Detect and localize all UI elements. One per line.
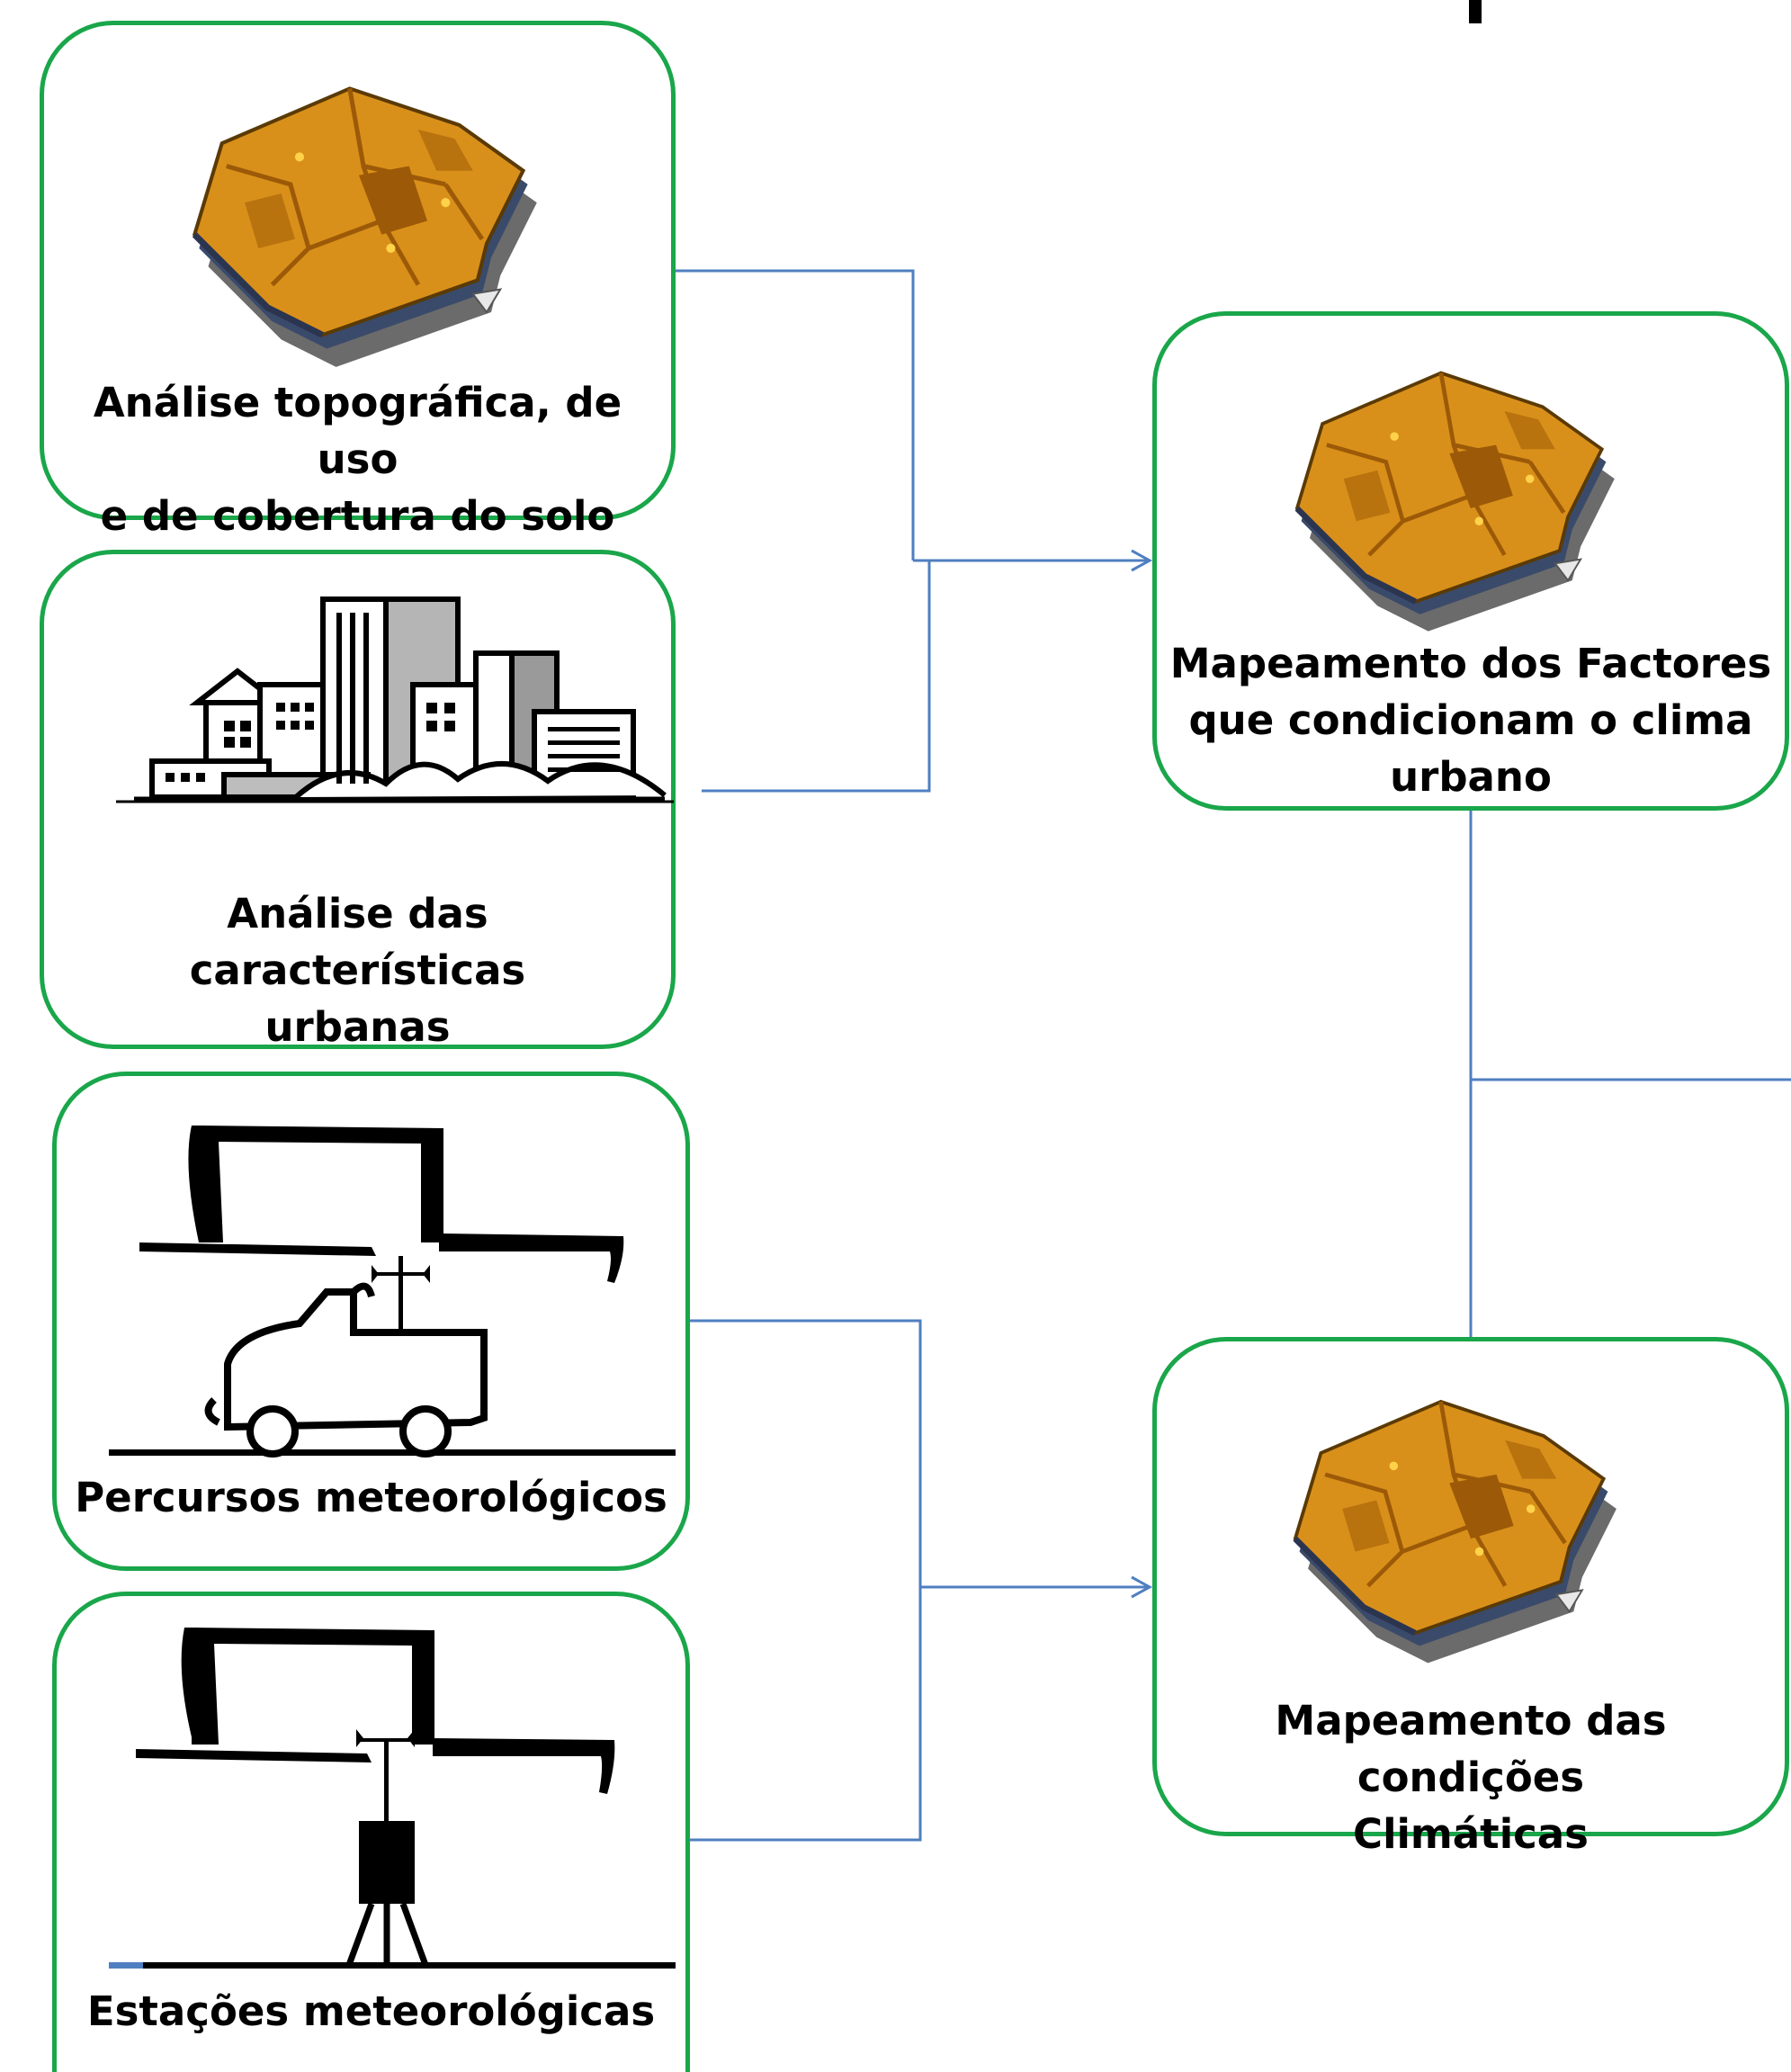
connector-routes	[690, 1319, 922, 1587]
partial-title-glyph	[1469, 0, 1482, 23]
arrowhead-factors	[1131, 549, 1153, 572]
box-routes-label: Percursos meteorológicos	[75, 1474, 667, 1521]
folded-map-icon	[1157, 1341, 1791, 1683]
box-factors-map: Mapeamento dos Factores que condicionam …	[1152, 311, 1789, 811]
box-routes: Percursos meteorológicos	[52, 1072, 690, 1571]
folded-map-icon	[44, 25, 680, 385]
folded-map-icon	[1157, 316, 1791, 640]
box-topography: Análise topográfica, de uso e de cobertu…	[40, 21, 676, 540]
box-urban-label: Análise das características urbanas	[189, 890, 526, 1051]
box-climate-map-label: Mapeamento das condições Climáticas	[1275, 1697, 1667, 1858]
ground-accent	[109, 1962, 143, 1969]
weather-vehicle-icon	[109, 1126, 676, 1458]
box-stations: Estações meteorológicas	[52, 1592, 690, 2072]
box-stations-label: Estações meteorológicas	[86, 1987, 656, 2035]
box-factors-map-label: Mapeamento dos Factores que condicionam …	[1169, 640, 1772, 801]
connector-stations	[690, 1587, 922, 1842]
city-buildings-icon	[116, 596, 674, 803]
weather-station-icon	[109, 1628, 676, 1969]
arrowhead-climate	[1131, 1575, 1153, 1599]
box-urban: Análise das características urbanas	[40, 550, 676, 1051]
box-climate-map: Mapeamento das condições Climáticas	[1152, 1337, 1791, 1858]
box-topography-label: Análise topográfica, de uso e de cobertu…	[93, 379, 622, 540]
connector-topography	[675, 269, 915, 561]
connector-urban	[702, 561, 931, 793]
